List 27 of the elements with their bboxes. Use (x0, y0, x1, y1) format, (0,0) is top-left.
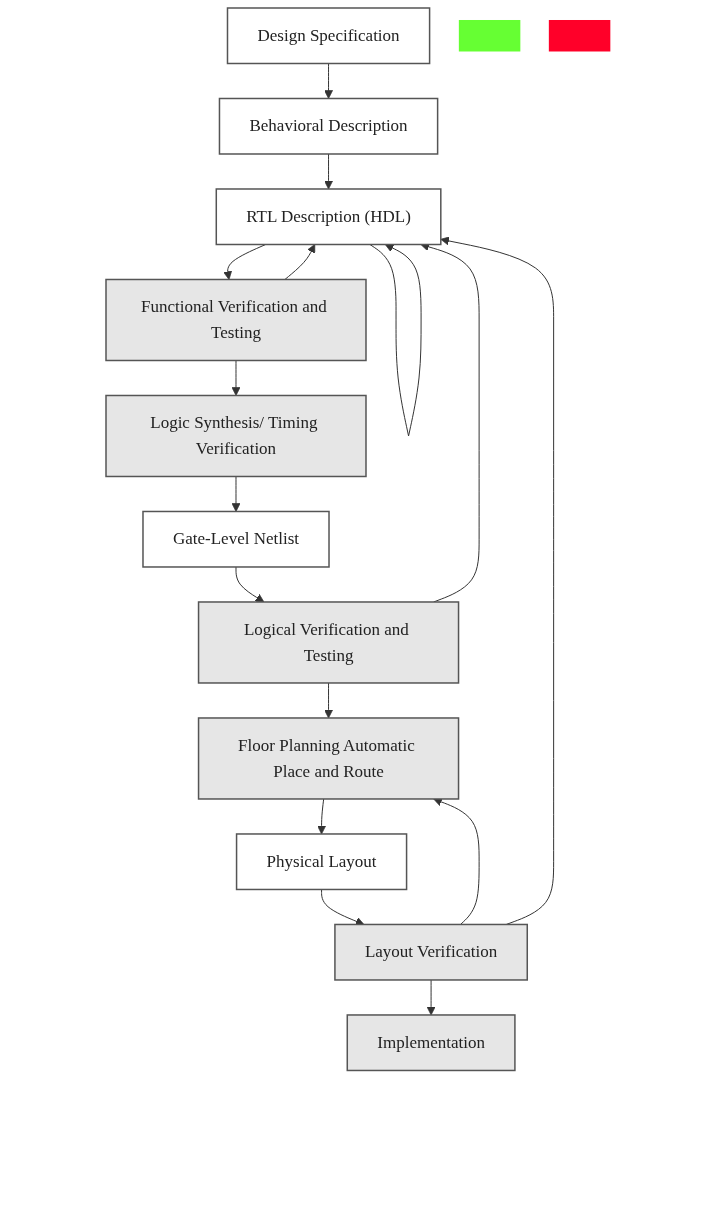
node-box: Physical Layout (235, 833, 408, 891)
node-box: Behavioral Description (218, 97, 439, 155)
node-box: Functional Verification and Testing (104, 278, 367, 362)
arrow (231, 476, 241, 512)
arrow (235, 566, 264, 603)
arrow (231, 360, 241, 396)
arrow (284, 244, 315, 280)
node-box: Layout Verification (333, 923, 528, 981)
node-box: Logic Synthesis/ Timing Verification (104, 394, 367, 478)
node-box: Gate-Level Netlist (141, 510, 330, 568)
node-box: RTL Description (HDL) (215, 188, 442, 246)
arrow (323, 153, 333, 190)
arrow (223, 244, 266, 280)
arrow (323, 63, 333, 99)
arrow (323, 682, 333, 719)
arrow (316, 798, 326, 835)
node-box: Implementation (346, 1014, 516, 1072)
arrow (369, 244, 422, 437)
arrow (433, 797, 480, 925)
node-bar (548, 20, 611, 52)
node-box: Floor Planning Automatic Place and Route (197, 717, 459, 800)
arrow (320, 888, 365, 926)
arrow (440, 236, 554, 925)
arrow (426, 979, 436, 1016)
node-bar (458, 20, 521, 52)
node-box: Logical Verification and Testing (197, 601, 459, 684)
node-box: Design Specification (226, 7, 431, 65)
